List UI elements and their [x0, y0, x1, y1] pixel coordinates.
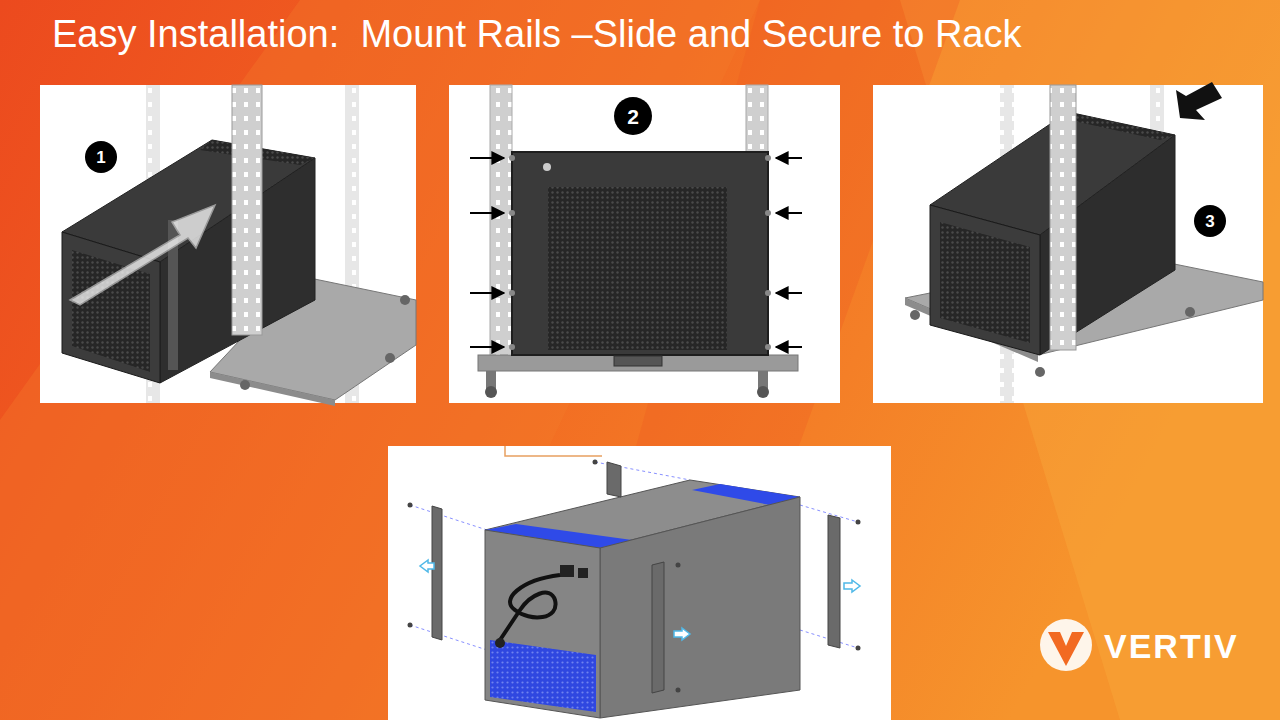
step-two-panel-part-part	[765, 344, 771, 350]
step-two-panel-part-part	[509, 155, 515, 161]
exploded-view-panel-part	[420, 560, 860, 640]
step-two-panel-part-part	[776, 212, 802, 214]
exploded-view-panel-part	[828, 515, 840, 648]
step-two-panel-part	[543, 163, 551, 171]
step-three-panel-part	[1050, 85, 1076, 350]
step-two-panel-part-part	[509, 290, 515, 296]
exploded-view-panel-part-part	[410, 505, 487, 530]
step-two-panel-part	[509, 155, 771, 350]
exploded-view-panel-part	[652, 562, 664, 693]
step-one-panel-part	[40, 85, 416, 403]
exploded-view-panel-part	[578, 568, 588, 578]
step-one-panel-part	[240, 380, 250, 390]
step-two-panel-part-part	[776, 346, 802, 348]
exploded-view-panel-part	[560, 565, 574, 577]
exploded-view-panel-part-part	[676, 688, 681, 693]
exploded-view-panel-part-part	[408, 623, 413, 628]
exploded-view-panel-part	[607, 462, 621, 497]
step-one-panel-part	[385, 353, 395, 363]
exploded-view-panel-part	[388, 446, 891, 720]
brand-logo-mark-part	[1040, 619, 1092, 671]
step-two-panel-part-part	[776, 292, 802, 294]
step-three-panel-part	[940, 222, 1030, 343]
step-two-panel-part-part	[765, 155, 771, 161]
step-one-panel-part	[232, 85, 262, 335]
exploded-view-panel-part-part	[856, 520, 861, 525]
exploded-view-panel-part	[485, 530, 600, 718]
step-three-panel-part	[910, 310, 920, 320]
exploded-view-panel-part	[408, 460, 861, 693]
step-two-panel-part	[449, 85, 840, 403]
step-two-panel-part-part	[509, 344, 515, 350]
exploded-view-panel-part-part	[420, 560, 434, 572]
step-two-panel-part-part	[470, 157, 504, 159]
callout-number: 1	[85, 141, 117, 173]
step-three-panel	[873, 82, 1263, 403]
step-two-panel-part	[490, 85, 512, 370]
callout-number: 2	[614, 97, 652, 135]
exploded-view-panel-part-part	[408, 503, 413, 508]
step-one-panel	[40, 85, 416, 406]
step-two-panel-part-part	[509, 210, 515, 216]
exploded-view-panel-part	[505, 446, 602, 456]
step-two-panel-part	[512, 152, 768, 355]
exploded-view-panel-part-part	[856, 646, 861, 651]
exploded-view-panel-part	[432, 506, 442, 640]
exploded-view-panel-part	[495, 638, 505, 648]
step-two-panel-part-part	[776, 157, 802, 159]
exploded-view-panel	[388, 446, 891, 720]
step-three-panel-part	[873, 85, 1263, 403]
step-three-panel-part	[1035, 367, 1045, 377]
step-three-panel-part	[1176, 82, 1222, 120]
step-two-panel-part-part	[765, 290, 771, 296]
exploded-view-panel-part	[500, 575, 560, 640]
step-two-panel-part	[470, 158, 802, 347]
exploded-view-panel-part	[600, 497, 800, 718]
step-three-panel-part	[1060, 112, 1175, 140]
step-two-panel-part-part	[765, 210, 771, 216]
step-two-panel-part-part	[470, 212, 504, 214]
exploded-view-panel-part-part	[410, 625, 487, 650]
step-two-panel-part	[757, 386, 769, 398]
step-three-panel-part	[930, 205, 1040, 355]
step-two-panel-part-part	[470, 346, 504, 348]
exploded-view-panel-part-part	[593, 460, 598, 465]
step-two-panel-part	[478, 355, 798, 371]
step-two-panel-part	[485, 386, 497, 398]
step-three-panel-part	[1185, 307, 1195, 317]
step-two-panel-part-part	[470, 292, 504, 294]
exploded-view-panel-part-part	[674, 628, 690, 640]
brand-logo-mark	[1040, 619, 1092, 671]
brand-logo-mark-part	[1048, 632, 1084, 666]
step-one-panel-part	[400, 295, 410, 305]
step-two-panel	[449, 85, 840, 403]
brand-wordmark: VERTIV	[1104, 629, 1239, 663]
step-two-panel-part	[548, 187, 727, 350]
exploded-view-panel-part-part	[676, 563, 681, 568]
step-two-panel-part	[614, 356, 662, 366]
callout-number: 3	[1194, 205, 1226, 237]
slide-title: Easy Installation: Mount Rails –Slide an…	[52, 14, 1022, 56]
exploded-view-panel-part-part	[844, 580, 860, 592]
exploded-view-panel-part	[490, 640, 596, 712]
step-one-panel-part	[70, 205, 215, 305]
step-one-panel-part	[210, 372, 335, 406]
